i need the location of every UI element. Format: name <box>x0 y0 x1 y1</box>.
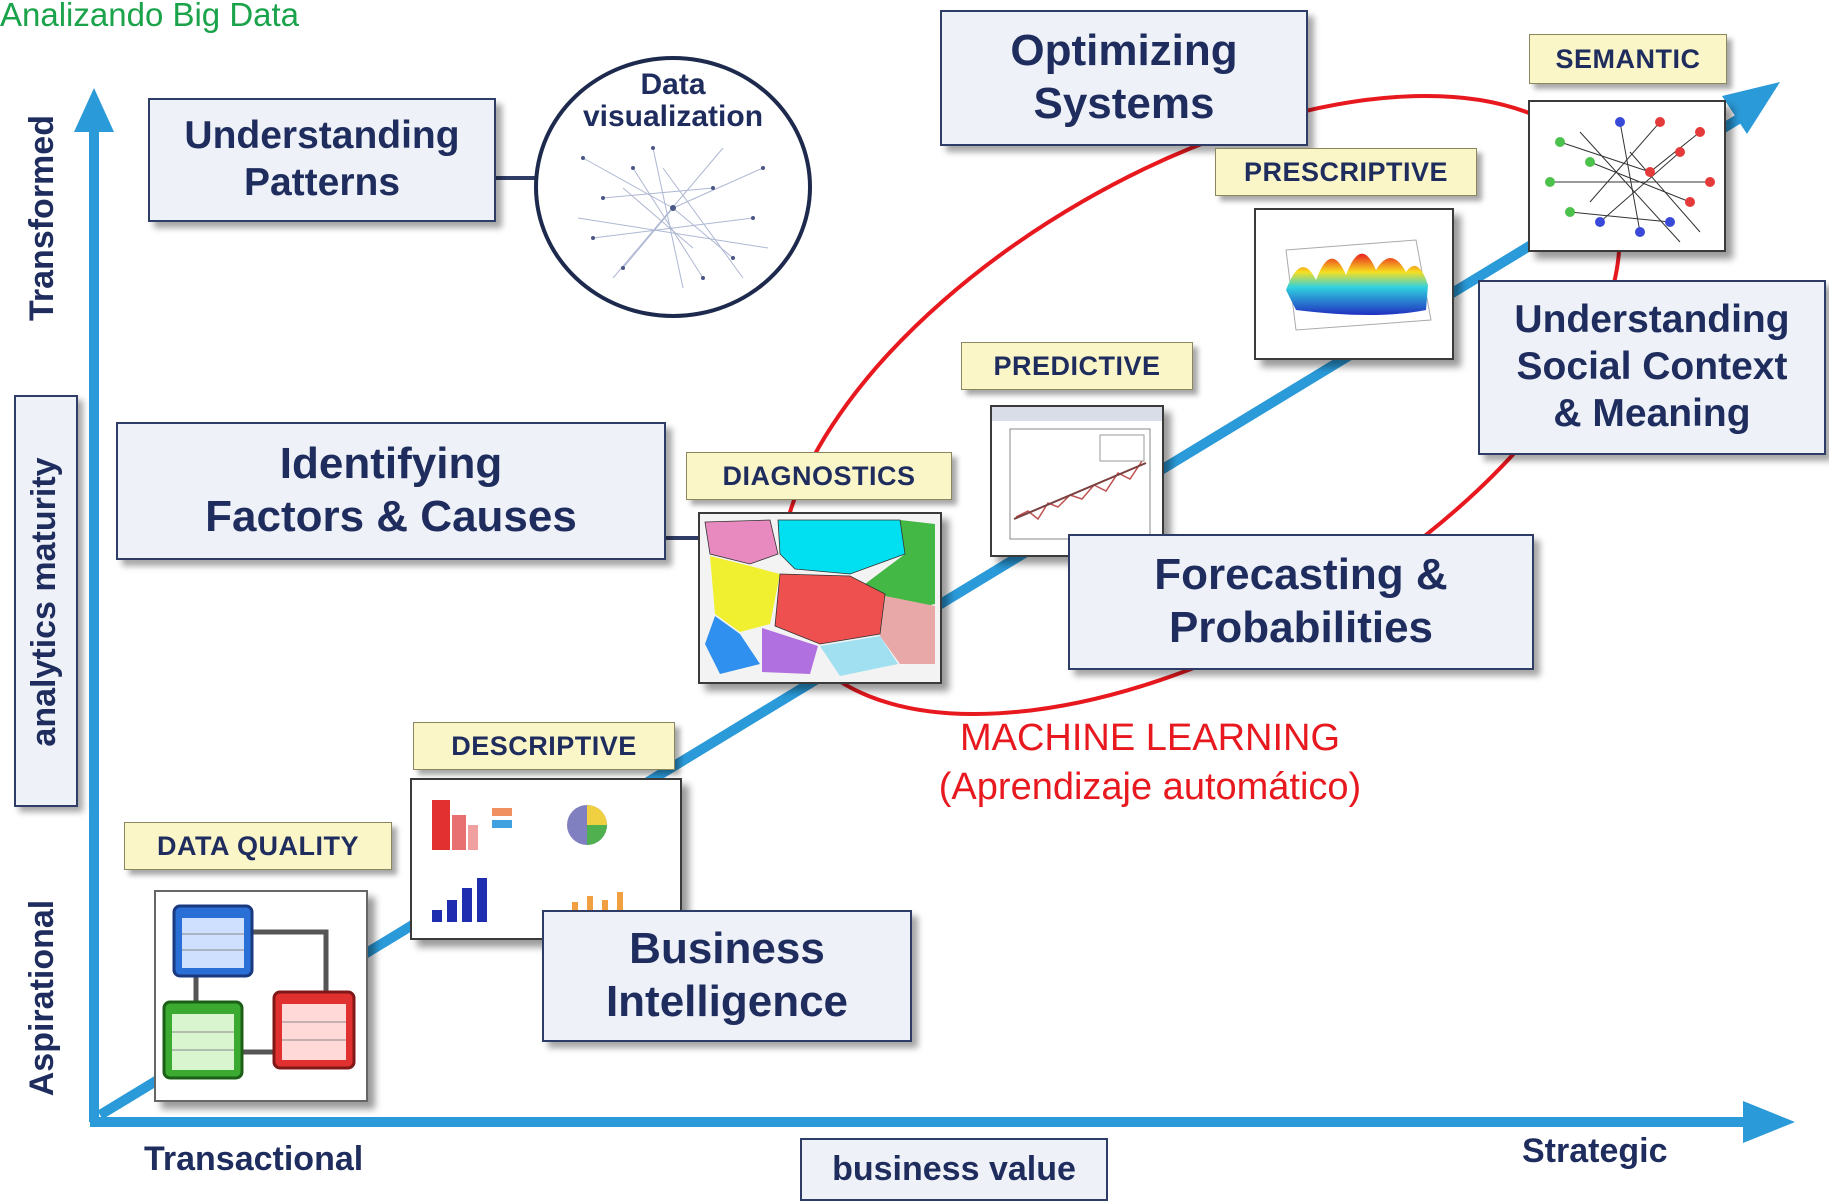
network-graph-image <box>577 146 769 289</box>
x-axis-label-mid: business value <box>800 1138 1108 1201</box>
forecasting-line2: Probabilities <box>1168 603 1434 652</box>
social-context-line2: Social Context <box>1516 345 1788 389</box>
understanding-patterns-line2: Patterns <box>243 161 401 204</box>
predictive-tag: PREDICTIVE <box>961 342 1193 390</box>
y-axis-label-bottom: Aspirational <box>23 899 61 1097</box>
data-visualization-line1: Data <box>640 68 706 101</box>
data-visualization-line2: visualization <box>582 99 764 133</box>
machine-learning-line1: MACHINE LEARNING <box>959 717 1341 759</box>
semantic-tag: SEMANTIC <box>1529 34 1727 84</box>
y-axis-label-mid: analytics maturity <box>25 457 63 747</box>
prescriptive-surface-image <box>1254 208 1454 360</box>
forecasting-line1: Forecasting & <box>1154 550 1448 600</box>
identifying-factors-line2: Factors & Causes <box>205 492 577 541</box>
identifying-factors-line1: Identifying <box>279 439 503 489</box>
data-visualization-circle: Data visualization <box>534 56 812 318</box>
optimizing-systems-box: Optimizing Systems <box>940 10 1308 146</box>
prescriptive-tag: PRESCRIPTIVE <box>1215 148 1477 196</box>
social-context-line3: & Meaning <box>1553 391 1751 435</box>
forecasting-box: Forecasting & Probabilities <box>1068 534 1534 670</box>
y-axis-arrowhead <box>74 88 114 132</box>
identifying-factors-box: Identifying Factors & Causes <box>116 422 666 560</box>
social-context-box: Understanding Social Context & Meaning <box>1478 280 1826 455</box>
page-title: Analizando Big Data <box>0 0 300 33</box>
social-context-line1: Understanding <box>1514 298 1790 342</box>
business-intelligence-line1: Business <box>629 924 825 974</box>
diagnostics-map-image <box>698 512 942 684</box>
x-axis-label-left: Transactional <box>144 1140 364 1178</box>
machine-learning-label: MACHINE LEARNING (Aprendizaje automático… <box>870 714 1430 813</box>
understanding-patterns-line1: Understanding <box>184 114 460 158</box>
machine-learning-line2: (Aprendizaje automático) <box>938 766 1362 809</box>
optimizing-systems-line2: Systems <box>1033 79 1215 128</box>
semantic-network-image <box>1528 100 1726 252</box>
data-quality-tag: DATA QUALITY <box>124 822 392 870</box>
diagnostics-tag: DIAGNOSTICS <box>686 452 952 500</box>
x-axis-label-right: Strategic <box>1522 1132 1668 1170</box>
y-axis-label-box <box>14 395 78 807</box>
x-axis-arrowhead <box>1743 1101 1795 1143</box>
y-axis-label-top: Transformed <box>23 115 61 321</box>
descriptive-tag: DESCRIPTIVE <box>413 722 675 770</box>
trend-arrow-head <box>1722 82 1780 134</box>
understanding-patterns-box: Understanding Patterns <box>148 98 496 222</box>
business-intelligence-line2: Intelligence <box>605 977 849 1026</box>
predictive-chart-image <box>990 405 1164 557</box>
data-quality-tables-image <box>154 890 368 1102</box>
business-intelligence-box: Business Intelligence <box>542 910 912 1042</box>
optimizing-systems-line1: Optimizing <box>1010 26 1238 76</box>
